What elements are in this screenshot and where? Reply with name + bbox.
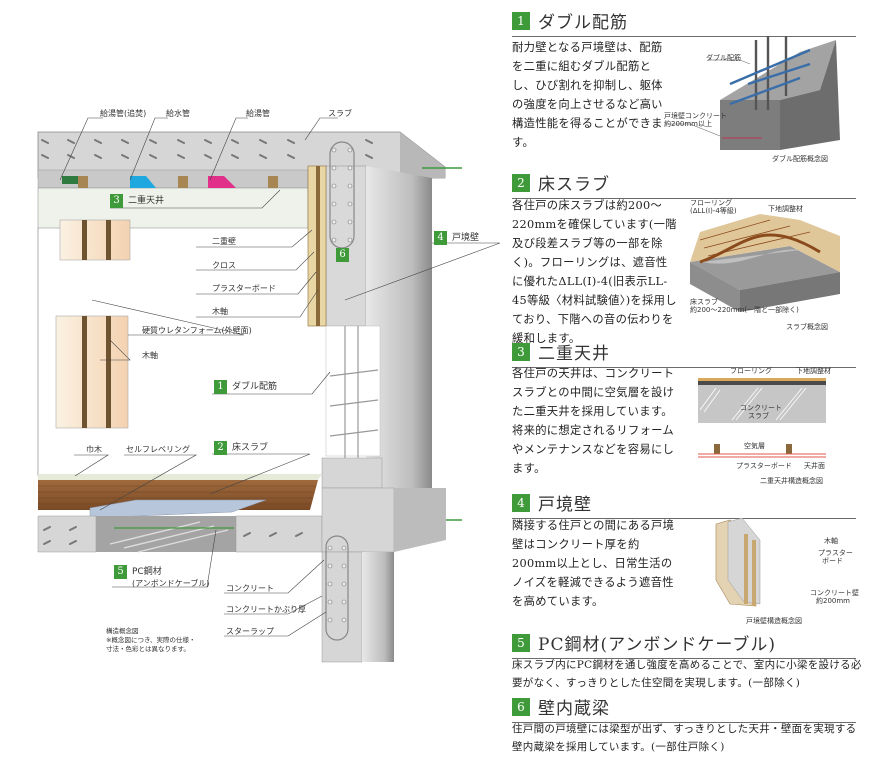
fig3-label-concrete2: スラブ (748, 412, 769, 420)
party-wall-front (325, 165, 367, 327)
fig4-label-board2: ボード (822, 557, 843, 565)
section-4-body: 隣接する住戸との間にある戸境壁はコンクリート厚を約200mm以上とし、日常生活の… (512, 519, 675, 608)
label-cloth: クロス (212, 261, 236, 270)
label-self-leveling: セルフレベリング (126, 445, 190, 454)
label-water-pipe: 給水管 (166, 109, 190, 118)
label-pc-steel-sub: (アンボンドケーブル) (132, 579, 210, 588)
section-3-badge: 3 (512, 342, 530, 361)
section-2-body: 各住戸の床スラブは約200～220mmを確保しています(一階及び段差スラブ等の一… (512, 199, 677, 345)
fig4-label-concrete: コンクリート壁 (810, 589, 859, 597)
label-concrete: コンクリート (226, 584, 274, 593)
fig1-label-thickness: 戸境壁コンクリート (664, 112, 727, 120)
label-stirrup: スターラップ (226, 627, 274, 636)
section-4-header: 4 戸境壁 (512, 490, 856, 519)
section-1-title: ダブル配筋 (538, 13, 628, 33)
section-6-title: 壁内蔵梁 (538, 699, 610, 719)
badge-4: 4 (434, 231, 447, 245)
fig2-label-slab: 床スラブ (690, 298, 718, 306)
fig2-caption: スラブ概念図 (786, 323, 828, 331)
section-5-badge: 5 (512, 633, 530, 652)
badge-3: 3 (110, 194, 123, 208)
label-wood-frame-2: 木軸 (142, 351, 158, 360)
section-3-title: 二重天井 (538, 344, 610, 364)
lower-wall-opening (325, 325, 381, 457)
fig3-label-concrete: コンクリート (740, 404, 782, 412)
lower-beam (321, 487, 395, 553)
fig4-label-board: プラスター (818, 549, 853, 557)
lower-beam-cage (325, 535, 349, 641)
label-wood-frame: 木軸 (212, 307, 228, 316)
label-slab: スラブ (328, 109, 352, 118)
section-2-badge: 2 (512, 173, 530, 192)
section-5-header: 5 PC鋼材(アンボンドケーブル) (512, 630, 856, 659)
top-slab-side (400, 132, 445, 178)
fig2-label-flooring: フローリング (690, 199, 732, 207)
section-1-body: 耐力壁となる戸境壁は、配筋を二重に組むダブル配筋とし、ひび割れを抑制し、躯体の強… (512, 41, 663, 149)
lower-column (321, 551, 363, 663)
section-1-header: 1 ダブル配筋 (512, 8, 856, 37)
fig3-label-underlay: 下地調整材 (796, 367, 831, 375)
fig3-label-flooring: フローリング (730, 367, 772, 375)
badge-5: 5 (114, 565, 127, 579)
fig3-label-air: 空気層 (744, 442, 765, 450)
section-6-badge: 6 (512, 697, 530, 716)
pipe-hot-reheat (62, 176, 78, 184)
badge-6-embedded-beam: 6 (336, 248, 349, 262)
wall-panel-upper (59, 219, 131, 261)
label-plasterboard: プラスターボード (212, 284, 276, 293)
label-double-wall: 二重壁 (212, 237, 236, 246)
fig2-label-flooring2: (ΔLL(I)-4等級) (690, 207, 737, 215)
section-4-title: 戸境壁 (538, 495, 592, 515)
floor-slab (37, 515, 97, 553)
floor-baseboard (38, 474, 322, 480)
section-2-header: 2 床スラブ (512, 170, 856, 199)
fig3-caption: 二重天井構造概念図 (760, 477, 823, 485)
section-2-title: 床スラブ (538, 175, 610, 195)
section-1-badge: 1 (512, 11, 530, 30)
section-6-body: 住戸間の戸境壁には梁型が出ず、すっきりとした天井・壁面を実現する壁内蔵梁を採用し… (512, 723, 857, 753)
badge-1: 1 (214, 380, 227, 394)
label-baseboard: 巾木 (86, 445, 102, 454)
section-6-header: 6 壁内蔵梁 (512, 694, 856, 723)
fig4-caption: 戸境壁構造概念図 (746, 617, 802, 625)
pipe-hot (208, 176, 236, 188)
wall-panel-lower (55, 315, 129, 429)
section-3-body: 各住戸の天井は、コンクリートスラブとの中間に空気層を設けた二重天井を採用していま… (512, 367, 675, 475)
fig3-label-board: プラスターボード (736, 462, 792, 470)
pipe-water (130, 176, 156, 188)
party-wall-side (366, 166, 432, 498)
fig4-label-wood: 木軸 (824, 537, 838, 545)
section-5-title: PC鋼材(アンボンドケーブル) (538, 635, 777, 655)
diagram-note: 構造概念図 ※概念図につき、実際の仕様・ 寸法・色彩とは異なります。 (106, 627, 196, 653)
fig1-caption: ダブル配筋概念図 (772, 155, 828, 163)
label-urethane-foam: 硬質ウレタンフォーム(外壁面) (142, 326, 252, 335)
fig1-label-rebar: ダブル配筋 (706, 54, 741, 62)
fig3-label-ceiling: 天井面 (804, 462, 825, 470)
section-3-header: 3 二重天井 (512, 339, 856, 368)
label-hot-water-pipe: 給湯管 (246, 109, 270, 118)
badge-2: 2 (214, 441, 227, 455)
section-5-body: 床スラブ内にPC鋼材を通し強度を高めることで、室内に小梁を設ける必要がなく、すっ… (512, 659, 862, 689)
fig4-label-concrete2: 約200mm (816, 597, 850, 605)
fig2-label-underlay: 下地調整材 (768, 205, 803, 213)
section-4-badge: 4 (512, 493, 530, 512)
label-concrete-cover: コンクリートかぶり厚 (226, 605, 306, 614)
label-hot-water-pipe-reheat: 給湯管(追焚) (100, 109, 147, 118)
fig1-label-thickness2: 約200mm以上 (664, 120, 712, 128)
fig2-label-slab2: 約200～220mm(一階と一部除く) (690, 306, 799, 314)
